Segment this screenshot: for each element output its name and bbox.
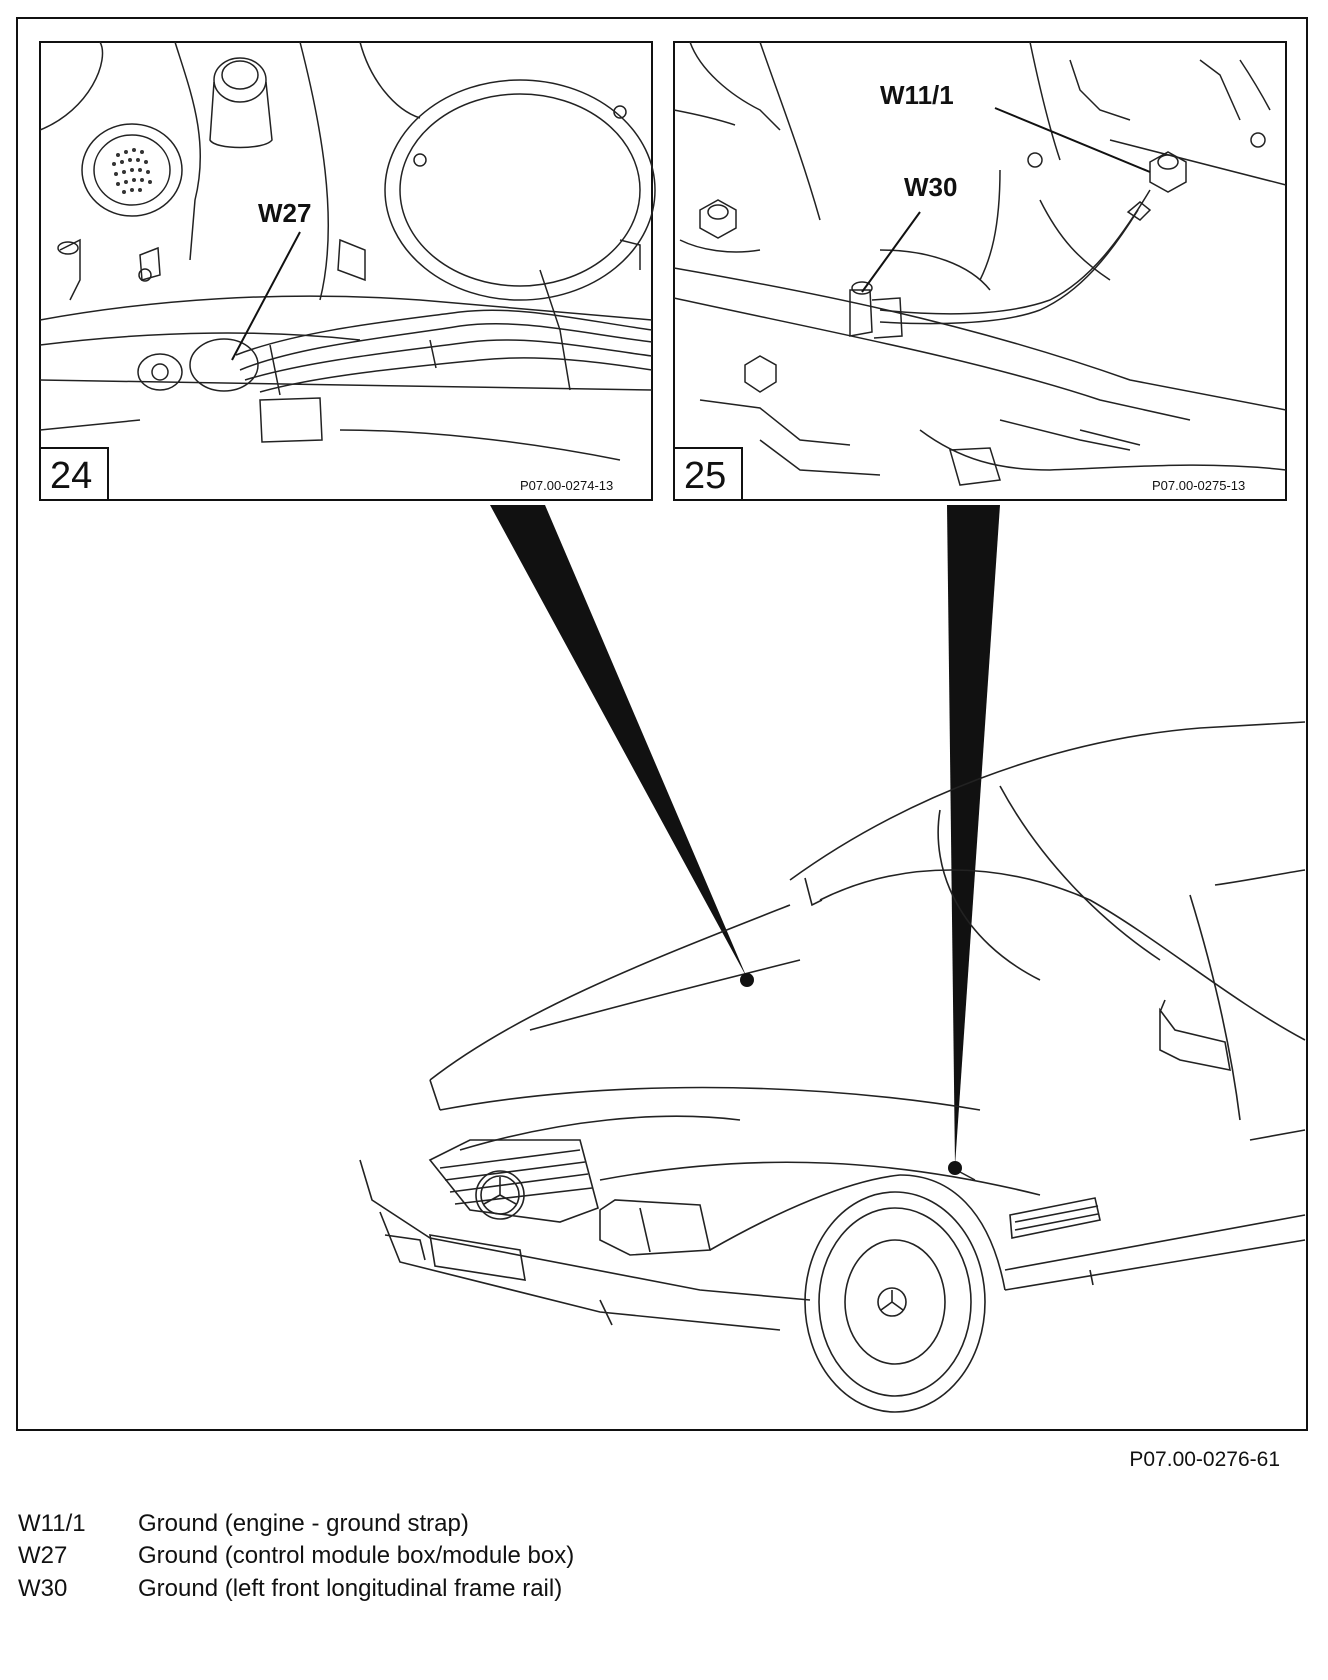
ground-point-w30-marker — [948, 1161, 962, 1175]
inset-25: W11/1 W30 25 P07.00-0275-13 — [673, 41, 1287, 501]
legend: W11/1 Ground (engine - ground strap) W27… — [18, 1508, 578, 1605]
inset-code-25: P07.00-0275-13 — [1152, 478, 1245, 493]
ground-point-w27-marker — [740, 973, 754, 987]
pointer-wedge-25 — [947, 505, 1000, 1166]
legend-text: Ground (control module box/module box) — [138, 1542, 575, 1570]
callout-leader-w11-1 — [994, 107, 1151, 173]
legend-code: W30 — [18, 1574, 68, 1602]
legend-text: Ground (left front longitudinal frame ra… — [138, 1574, 563, 1602]
legend-code: W11/1 — [18, 1510, 86, 1537]
legend-row: W30 Ground (left front longitudinal fram… — [18, 1573, 578, 1605]
inset-24: W27 24 P07.00-0274-13 — [39, 41, 656, 501]
diagram-figure: W27 24 P07.00-0274-13 — [16, 17, 1308, 1431]
inset-number-24: 24 — [50, 455, 92, 497]
legend-row: W27 Ground (control module box/module bo… — [18, 1540, 578, 1572]
callout-w27: W27 — [258, 198, 311, 228]
legend-code: W27 — [18, 1542, 68, 1570]
callout-w30: W30 — [904, 172, 957, 202]
pointer-wedge-24 — [490, 505, 747, 978]
legend-text: Ground (engine - ground strap) — [138, 1510, 469, 1537]
inset-number-25: 25 — [684, 455, 726, 497]
callout-w11-1: W11/1 — [880, 80, 954, 110]
callout-leader-w30 — [861, 211, 921, 293]
figure-code: P07.00-0276-61 — [1129, 1448, 1280, 1471]
car-illustration — [359, 721, 1306, 1413]
inset-code-24: P07.00-0274-13 — [520, 478, 613, 493]
callout-leader-w27 — [231, 231, 301, 361]
legend-row: W11/1 Ground (engine - ground strap) — [18, 1508, 578, 1540]
